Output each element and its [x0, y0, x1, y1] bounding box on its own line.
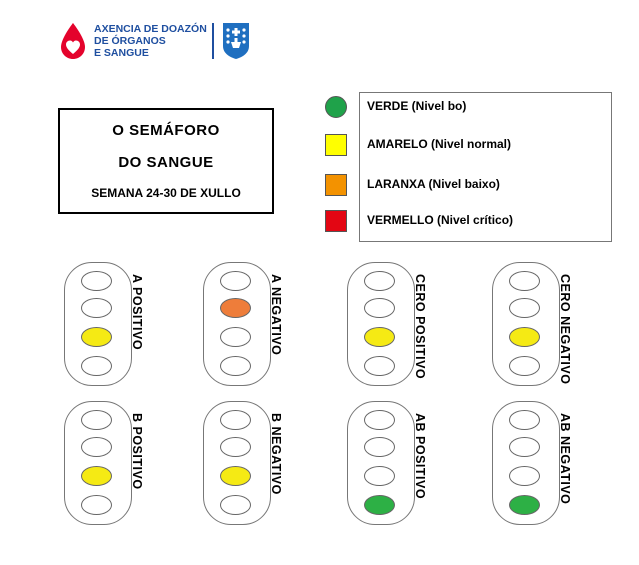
blood-drop-heart-icon: [61, 23, 85, 59]
traffic-light-bulb: [81, 437, 112, 457]
week-label: SEMANA 24-30 DE XULLO: [91, 186, 241, 201]
traffic-light-bulb: [220, 437, 251, 457]
traffic-light: [347, 262, 415, 386]
traffic-light-bulb: [220, 410, 251, 430]
blood-group-label: B POSITIVO: [130, 413, 144, 490]
traffic-light-bulb: [509, 495, 540, 515]
traffic-light: [492, 262, 560, 386]
traffic-light-bulb: [220, 495, 251, 515]
org-name: AXENCIA DE DOAZÓN DE ÓRGANOS E SANGUE: [94, 23, 207, 59]
legend-box: [359, 92, 612, 242]
traffic-light-bulb: [509, 298, 540, 318]
legend-symbol-0: [325, 96, 347, 118]
org-name-line1: AXENCIA DE DOAZÓN: [94, 23, 207, 35]
traffic-light-bulb: [364, 356, 395, 376]
blood-group-label: CERO NEGATIVO: [558, 274, 572, 385]
traffic-light-bulb: [81, 495, 112, 515]
traffic-light-bulb: [220, 327, 251, 347]
legend-label-0: VERDE (Nivel bo): [367, 99, 467, 113]
legend-symbol-2: [325, 174, 347, 196]
blood-group-label: A NEGATIVO: [269, 274, 283, 356]
org-name-line3: E SANGUE: [94, 47, 149, 59]
traffic-light-bulb: [364, 437, 395, 457]
traffic-light-bulb: [220, 356, 251, 376]
traffic-light: [64, 401, 132, 525]
traffic-light: [203, 401, 271, 525]
traffic-light-bulb: [509, 271, 540, 291]
traffic-light-bulb: [509, 466, 540, 486]
traffic-light-bulb: [364, 271, 395, 291]
traffic-light-bulb: [81, 410, 112, 430]
page-title: O SEMÁFORO: [112, 121, 220, 139]
legend-label-3: VERMELLO (Nivel crítico): [367, 213, 514, 227]
galicia-shield-icon: [222, 23, 249, 59]
legend-symbol-1: [325, 134, 347, 156]
traffic-light: [492, 401, 560, 525]
blood-group-label: B NEGATIVO: [269, 413, 283, 495]
traffic-light: [347, 401, 415, 525]
traffic-light-bulb: [220, 466, 251, 486]
traffic-light-bulb: [81, 327, 112, 347]
traffic-light-bulb: [364, 327, 395, 347]
org-name-line2: DE ÓRGANOS: [94, 35, 166, 47]
traffic-light-bulb: [220, 271, 251, 291]
traffic-light-bulb: [81, 298, 112, 318]
title-box: O SEMÁFORO DO SANGUE SEMANA 24-30 DE XUL…: [58, 108, 274, 214]
blood-group-label: CERO POSITIVO: [413, 274, 427, 380]
header: AXENCIA DE DOAZÓN DE ÓRGANOS E SANGUE: [58, 20, 250, 62]
traffic-light-bulb: [509, 327, 540, 347]
traffic-light: [203, 262, 271, 386]
header-divider: [212, 23, 214, 59]
traffic-light-bulb: [81, 271, 112, 291]
blood-group-label: AB NEGATIVO: [558, 413, 572, 505]
legend-label-1: AMARELO (Nivel normal): [367, 137, 512, 151]
blood-group-label: A POSITIVO: [130, 274, 144, 351]
legend: VERDE (Nivel bo) AMARELO (Nivel normal) LA…: [319, 88, 613, 242]
traffic-light-bulb: [364, 495, 395, 515]
traffic-light: [64, 262, 132, 386]
traffic-light-bulb: [81, 356, 112, 376]
traffic-light-bulb: [509, 410, 540, 430]
traffic-light-bulb: [509, 437, 540, 457]
blood-group-label: AB POSITIVO: [413, 413, 427, 500]
legend-label-2: LARANXA (Nivel baixo): [367, 177, 500, 191]
traffic-light-bulb: [364, 410, 395, 430]
traffic-light-bulb: [364, 298, 395, 318]
traffic-light-bulb: [81, 466, 112, 486]
traffic-light-bulb: [220, 298, 251, 318]
traffic-light-bulb: [509, 356, 540, 376]
page-subtitle: DO SANGUE: [118, 153, 214, 171]
legend-symbol-3: [325, 210, 347, 232]
traffic-light-bulb: [364, 466, 395, 486]
